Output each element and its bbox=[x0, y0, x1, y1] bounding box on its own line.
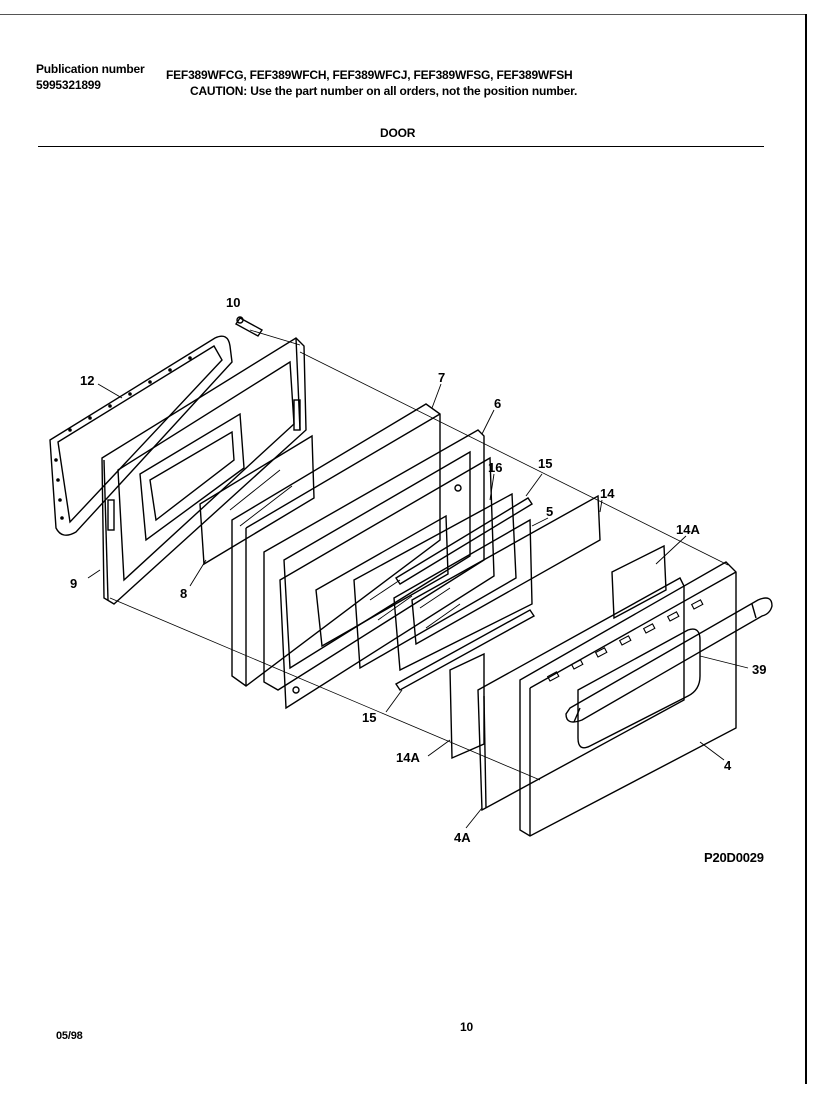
callout-5: 5 bbox=[546, 504, 553, 519]
part-7-insulation bbox=[231, 403, 441, 687]
callout-6: 6 bbox=[494, 396, 501, 411]
part-14a-insulation-upper bbox=[611, 544, 667, 620]
part-15-glass-retainer-top bbox=[395, 497, 533, 585]
callout-leaders bbox=[87, 383, 749, 829]
part-10-screw bbox=[234, 316, 264, 337]
part-9-door-liner bbox=[101, 337, 307, 605]
part-14-window-panel bbox=[411, 494, 601, 646]
publication-label: Publication number bbox=[36, 62, 145, 76]
part-14a-insulation-lower bbox=[449, 652, 485, 760]
inner-door-panel bbox=[279, 456, 495, 710]
section-title: DOOR bbox=[380, 126, 416, 140]
callout-4: 4 bbox=[724, 758, 732, 773]
part-8-inner-glass bbox=[199, 434, 315, 566]
part-39-door-handle bbox=[565, 597, 773, 723]
callout-14: 14 bbox=[600, 486, 615, 501]
callout-12: 12 bbox=[80, 373, 94, 388]
page-border-top bbox=[0, 14, 806, 15]
callout-7: 7 bbox=[438, 370, 445, 385]
callout-39: 39 bbox=[752, 662, 766, 677]
page-border-right bbox=[805, 14, 807, 1084]
footer-date: 05/98 bbox=[56, 1030, 83, 1042]
part-4a-door-liner bbox=[477, 577, 685, 812]
callout-15-bottom: 15 bbox=[362, 710, 376, 725]
projection-lines bbox=[109, 329, 729, 781]
part-6-door-frame bbox=[263, 429, 485, 691]
caution-note: CAUTION: Use the part number on all orde… bbox=[190, 84, 578, 98]
figure-code: P20D0029 bbox=[704, 850, 764, 865]
callout-8: 8 bbox=[180, 586, 187, 601]
callout-4a: 4A bbox=[454, 830, 471, 845]
model-numbers: FEF389WFCG, FEF389WFCH, FEF389WFCJ, FEF3… bbox=[166, 68, 573, 82]
header-divider bbox=[38, 146, 764, 147]
page-number: 10 bbox=[460, 1020, 473, 1034]
callout-14a-top: 14A bbox=[676, 522, 700, 537]
callout-14a-bottom: 14A bbox=[396, 750, 420, 765]
callout-16: 16 bbox=[488, 460, 502, 475]
part-15-glass-retainer-bottom bbox=[394, 609, 536, 691]
part-5-outer-glass bbox=[393, 518, 533, 672]
callout-15-top: 15 bbox=[538, 456, 552, 471]
part-12-door-gasket bbox=[49, 335, 233, 536]
callout-10: 10 bbox=[226, 295, 240, 310]
publication-number: 5995321899 bbox=[36, 78, 101, 92]
callout-9: 9 bbox=[70, 576, 77, 591]
part-4-outer-door bbox=[519, 561, 737, 837]
